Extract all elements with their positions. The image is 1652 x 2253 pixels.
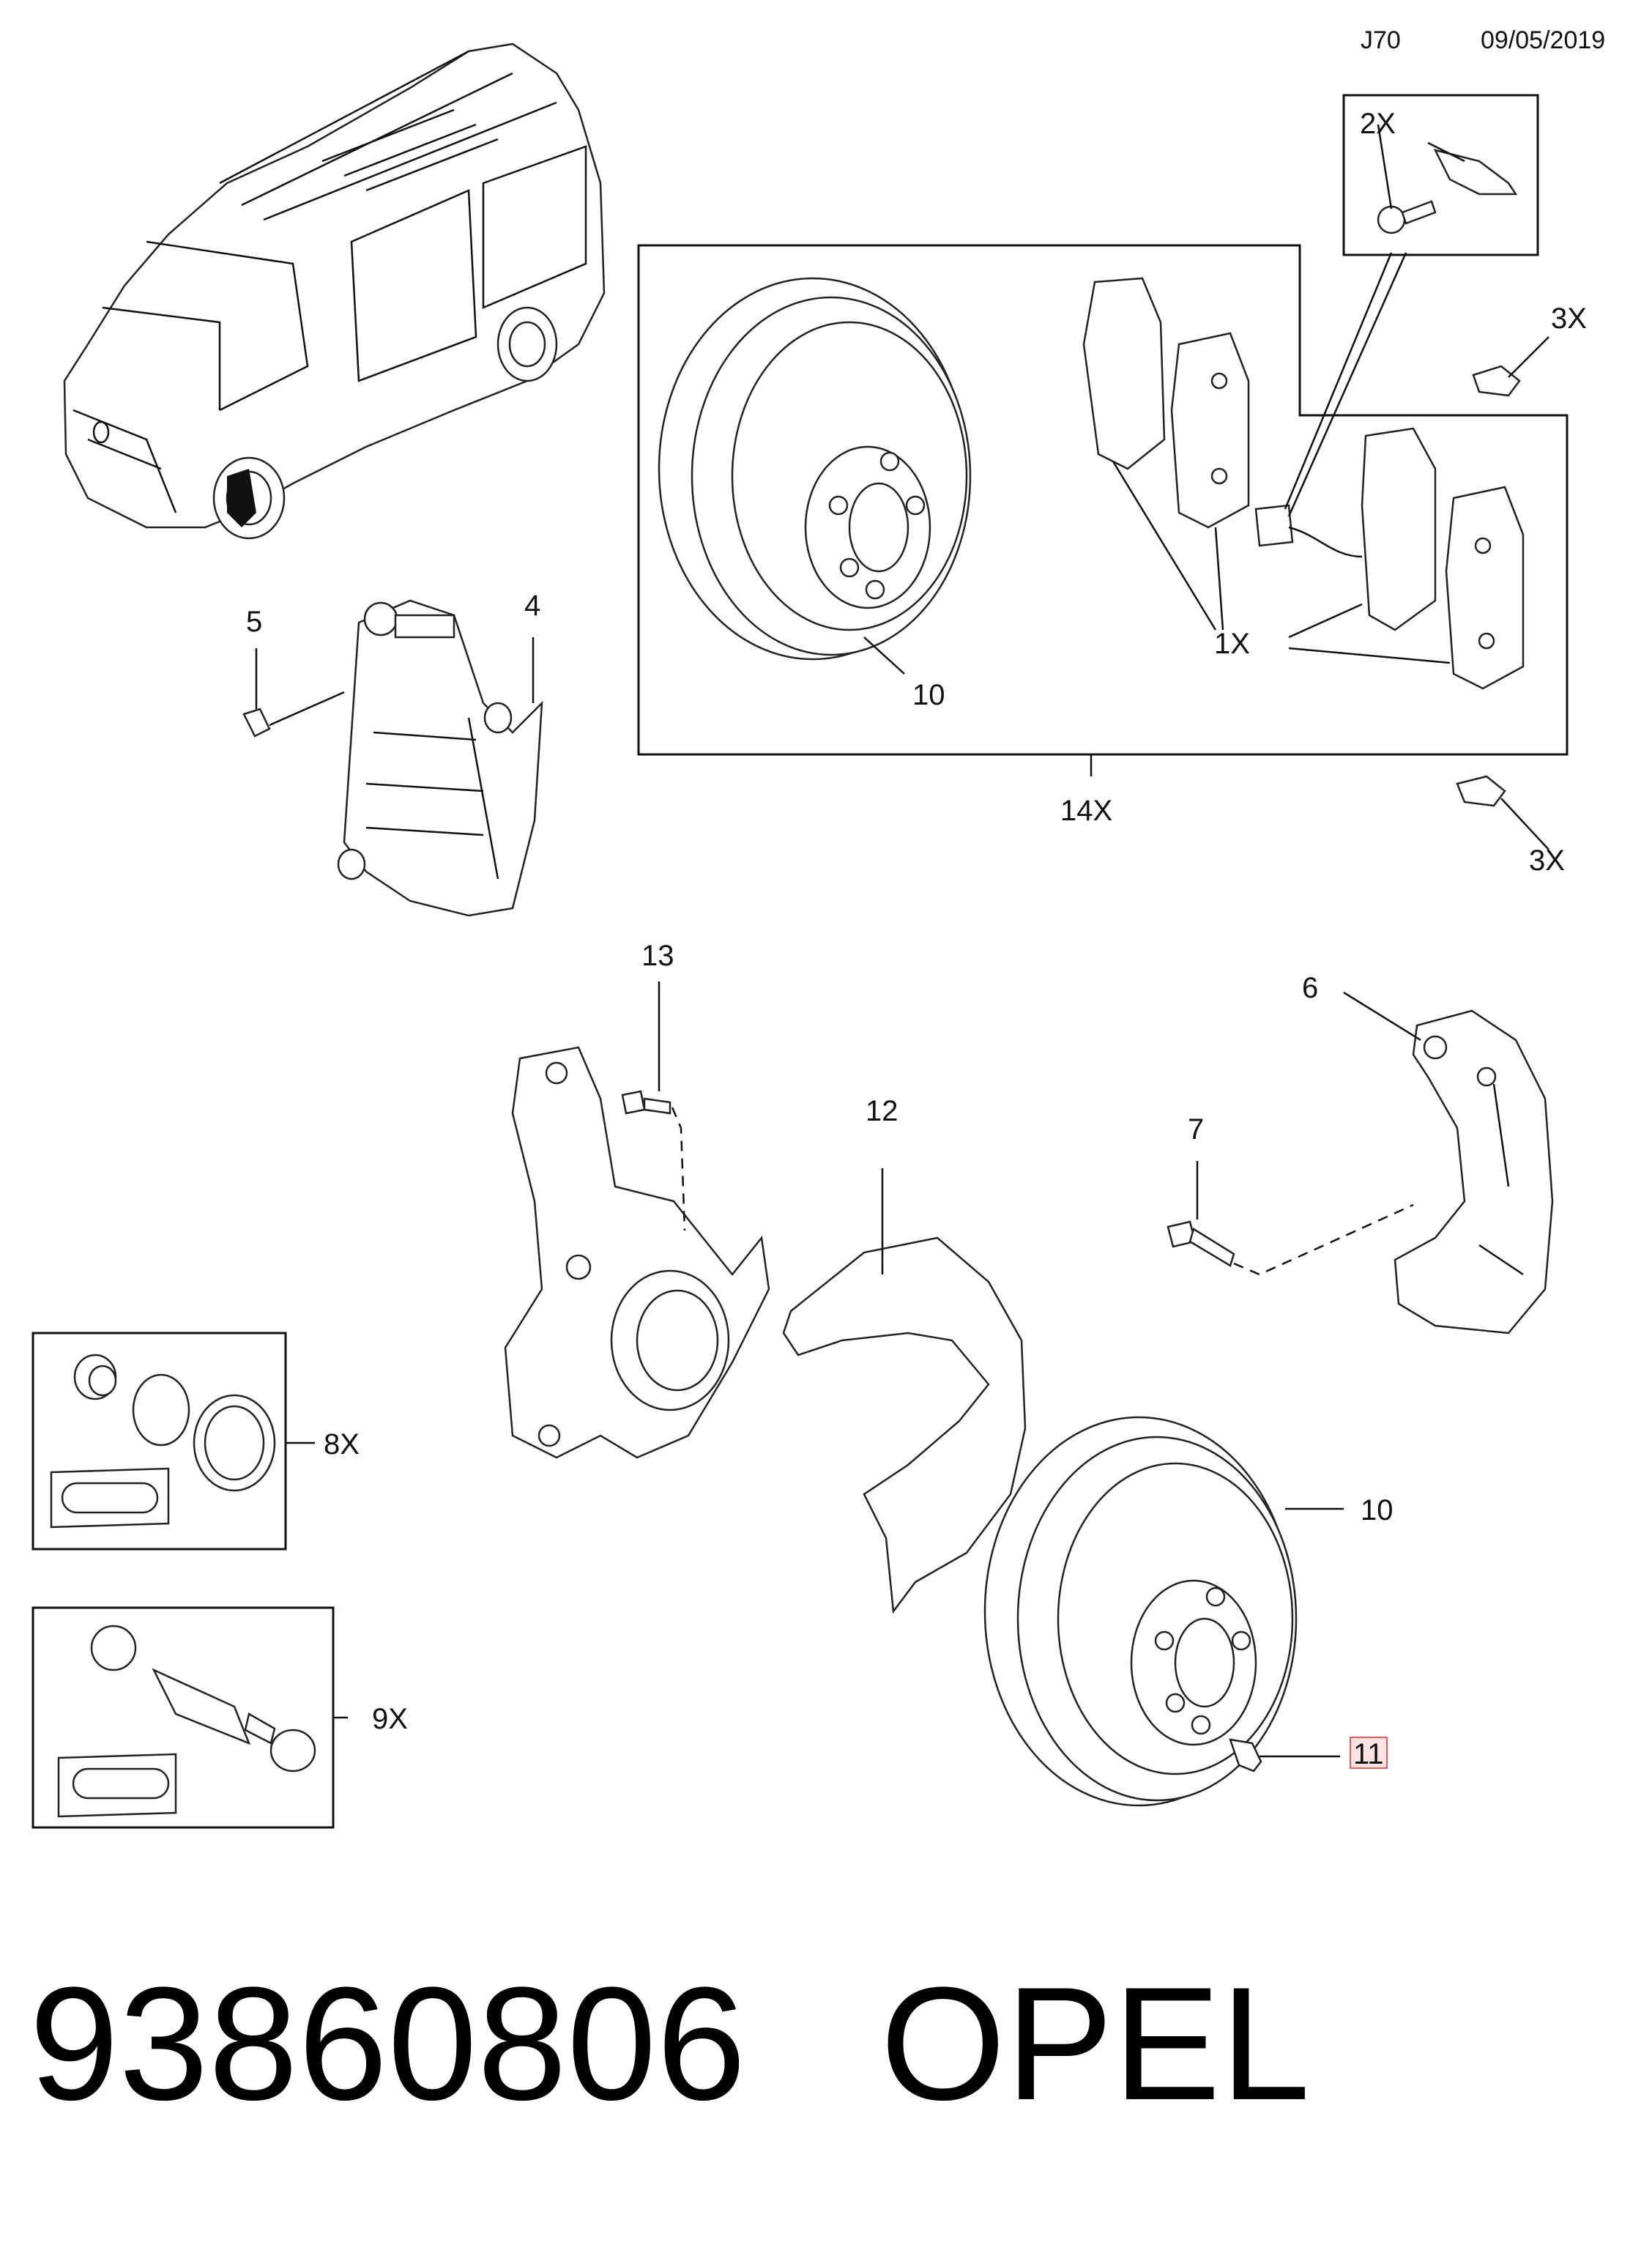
callout-14x: 14X — [1060, 795, 1112, 827]
callout-2x: 2X — [1360, 108, 1396, 140]
brand-name: OPEL — [880, 1953, 1311, 2134]
callout-1x: 1X — [1214, 628, 1250, 660]
callout-4: 4 — [524, 590, 540, 622]
callout-9x: 9X — [372, 1703, 408, 1735]
disc-retaining-screw — [1229, 1738, 1262, 1773]
guide-pin-kit-items — [57, 1625, 316, 1818]
dust-shield — [782, 1236, 1027, 1614]
wear-sensor — [1254, 504, 1363, 558]
caliper-seal-kit-box — [31, 1332, 287, 1551]
leader-lines — [255, 124, 1549, 1758]
diagram-code: J70 — [1361, 26, 1401, 54]
callout-10-top: 10 — [912, 679, 945, 711]
seal-kit-items — [50, 1354, 276, 1529]
steering-knuckle — [504, 1046, 770, 1459]
van-illustration — [63, 42, 606, 540]
callout-7: 7 — [1188, 1113, 1204, 1146]
callout-6: 6 — [1302, 972, 1318, 1004]
sensor-bracket — [1377, 149, 1518, 234]
knuckle-bolt-axis — [671, 1107, 686, 1231]
carrier-bolt-axis — [1233, 1203, 1414, 1276]
callout-3x-top: 3X — [1551, 302, 1587, 335]
knuckle-bolt — [621, 1090, 671, 1115]
bleed-screw — [242, 691, 345, 738]
part-number: 93860806 — [29, 1953, 746, 2134]
footer: 93860806 OPEL — [29, 1963, 1310, 2124]
callout-11-highlight — [1350, 1737, 1388, 1769]
callout-11: 11 — [1353, 1738, 1384, 1770]
callout-5: 5 — [246, 606, 262, 638]
spring-clip-top — [1472, 365, 1521, 397]
callout-8x: 8X — [324, 1428, 360, 1460]
brake-caliper — [337, 599, 543, 917]
brake-disc-top — [658, 277, 972, 661]
callout-10-bottom: 10 — [1361, 1494, 1394, 1526]
caliper-carrier — [1394, 1009, 1554, 1335]
callout-12: 12 — [866, 1095, 898, 1127]
brake-pads — [1082, 277, 1525, 690]
carrier-bolt — [1167, 1220, 1235, 1267]
callout-13: 13 — [641, 940, 674, 972]
spring-clip-bottom — [1456, 775, 1506, 807]
callout-3x-bottom: 3X — [1529, 845, 1565, 877]
diagram-date: 09/05/2019 — [1481, 26, 1606, 54]
pad-kit-box — [637, 244, 1569, 756]
brake-disc-bottom — [983, 1416, 1298, 1807]
sensor-clip-inset — [1342, 94, 1539, 256]
